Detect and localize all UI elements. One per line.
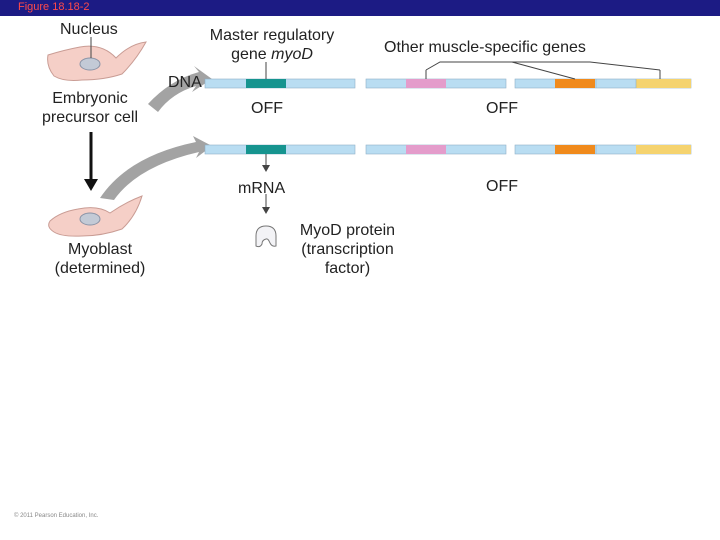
other-genes-bracket — [425, 61, 661, 71]
other-genes-pointer — [511, 61, 576, 80]
nucleus — [79, 57, 101, 71]
other-genes-label: Other muscle-specific genes — [384, 39, 586, 56]
transcription-arrowhead — [262, 165, 270, 172]
copyright-notice: © 2011 Pearson Education, Inc. — [14, 513, 99, 519]
curved-arrow-to-myoblast — [100, 136, 212, 200]
embryonic-label-line1: Embryonic — [52, 90, 128, 107]
myod-gene-name: myoD — [271, 46, 313, 63]
myod-gene — [246, 145, 286, 154]
gene-orange — [555, 145, 595, 154]
master-gene-label-line1: Master regulatory — [209, 27, 335, 44]
off-label-other-after: OFF — [486, 178, 518, 195]
myoblast-label-line2: (determined) — [54, 260, 146, 277]
protein-label-line2: (transcription — [301, 241, 394, 258]
differentiation-arrowhead — [84, 179, 98, 191]
header-bar — [0, 0, 720, 16]
embryonic-label-line2: precursor cell — [41, 109, 139, 126]
off-label-myod: OFF — [251, 100, 283, 117]
nucleus-label: Nucleus — [60, 21, 118, 38]
mrna-label: mRNA — [238, 180, 286, 197]
gene-yellow — [636, 145, 691, 154]
protein-label-line3: factor) — [324, 260, 371, 277]
myoblast-nucleus — [79, 212, 101, 226]
figure-label: Figure 18.18-2 — [18, 1, 90, 13]
myoblast-label-line1: Myoblast — [67, 241, 133, 258]
protein-label-line1: MyoD protein — [299, 222, 396, 239]
gene-yellow — [636, 79, 691, 88]
off-label-other: OFF — [486, 100, 518, 117]
gene-orange — [555, 79, 595, 88]
curved-arrow-to-dna — [148, 66, 212, 112]
myod-gene — [246, 79, 286, 88]
gene-pink — [406, 79, 446, 88]
dna-label: DNA — [168, 74, 202, 91]
myod-protein-icon — [255, 225, 277, 248]
master-gene-label-line2: gene myoD — [182, 45, 362, 64]
master-gene-prefix: gene — [231, 46, 272, 63]
gene-pink — [406, 145, 446, 154]
translation-arrowhead — [262, 207, 270, 214]
